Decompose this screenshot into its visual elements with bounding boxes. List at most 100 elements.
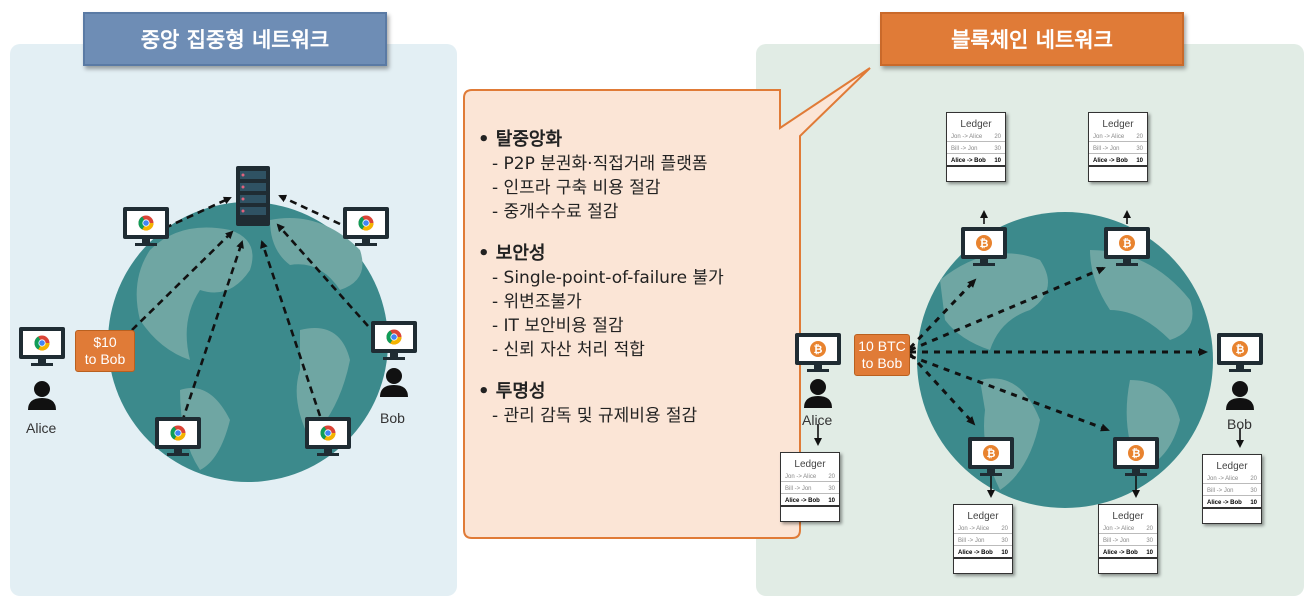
bitcoin-icon	[983, 445, 999, 461]
payment-amount: 10 BTC	[858, 338, 906, 354]
ledger-entry: Jon -> Alice	[1207, 476, 1239, 482]
section-item: - 신뢰 자산 처리 적합	[492, 340, 645, 360]
right-arrows	[908, 266, 1208, 432]
section-heading: • 탈중앙화	[478, 129, 563, 150]
bitcoin-icon	[1128, 445, 1144, 461]
bitcoin-icon	[976, 235, 992, 251]
ledger-amount: 20	[828, 474, 835, 480]
bob-label: Bob	[1227, 416, 1252, 432]
ledger-entry: Jon -> Alice	[951, 134, 983, 140]
payment-amount: $10	[93, 334, 117, 350]
ledger-entry: Bill -> Jon	[1093, 146, 1120, 152]
section-item: - 위변조불가	[492, 292, 582, 312]
ledger-entry: Alice -> Bob	[951, 158, 986, 164]
ledger-entry: Alice -> Bob	[958, 550, 993, 556]
ledger-title: Ledger	[1112, 511, 1144, 522]
section-heading: • 투명성	[478, 381, 546, 402]
section-item: - P2P 분권화·직접거래 플랫폼	[492, 154, 708, 174]
section-item: - 인프라 구축 비용 절감	[492, 178, 661, 198]
ledger-card: Ledger Jon -> Alice 20 Bill -> Jon 30 Alic…	[946, 112, 1006, 182]
ledger-amount: 30	[1001, 538, 1008, 544]
ledger-amount: 30	[1136, 146, 1143, 152]
ledger-entry: Bill -> Jon	[785, 486, 812, 492]
ledger-entry: Alice -> Bob	[1103, 550, 1138, 556]
right-monitor-bob	[1217, 333, 1263, 372]
ledger-entry: Alice -> Bob	[1093, 158, 1128, 164]
blockchain-network-title: 블록체인 네트워크	[880, 12, 1184, 66]
ledger-amount: 30	[994, 146, 1001, 152]
payment-tag: 10 BTC to Bob	[854, 334, 910, 376]
ledger-entry: Bill -> Jon	[1103, 538, 1130, 544]
chrome-icon	[358, 215, 374, 231]
ledger-amount: 10	[1146, 550, 1153, 556]
ledger-amount: 20	[1001, 526, 1008, 532]
alice-person-icon	[28, 381, 56, 410]
centralized-network-title: 중앙 집중형 네트워크	[83, 12, 387, 66]
ledger-amount: 20	[1250, 476, 1257, 482]
ledger-amount: 10	[828, 498, 835, 504]
alice-label: Alice	[802, 412, 833, 428]
ledger-arrows	[814, 210, 1244, 498]
ledger-entry: Alice -> Bob	[785, 498, 820, 504]
section-heading: • 보안성	[478, 243, 546, 264]
ledger-entry: Bill -> Jon	[958, 538, 985, 544]
ledger-entry: Jon -> Alice	[958, 526, 990, 532]
alice-person-icon	[804, 379, 832, 408]
left-globe	[108, 202, 388, 482]
ledger-entry: Jon -> Alice	[1103, 526, 1135, 532]
ledger-title: Ledger	[967, 511, 999, 522]
ledger-entry: Alice -> Bob	[1207, 500, 1242, 506]
chrome-icon	[386, 329, 402, 345]
ledger-amount: 10	[994, 158, 1001, 164]
ledger-card: Ledger Jon -> Alice 20 Bill -> Jon 30 Alic…	[1098, 504, 1158, 574]
left-arrows	[131, 194, 369, 423]
ledger-amount: 10	[1001, 550, 1008, 556]
ledger-card: Ledger Jon -> Alice 20 Bill -> Jon 30 Alic…	[1088, 112, 1148, 182]
callout-text: • 탈중앙화 - P2P 분권화·직접거래 플랫폼 - 인프라 구축 비용 절감…	[478, 128, 768, 446]
ledger-amount: 30	[1250, 488, 1257, 494]
ledger-entry: Bill -> Jon	[1207, 488, 1234, 494]
bitcoin-icon	[810, 341, 826, 357]
payment-recipient: to Bob	[861, 355, 903, 371]
payment-recipient: to Bob	[84, 351, 126, 367]
left-monitor-top-right	[343, 207, 389, 246]
ledger-title: Ledger	[960, 119, 992, 130]
right-monitor-alice	[795, 333, 841, 372]
callout-section-decentralization: • 탈중앙화 - P2P 분권화·직접거래 플랫폼 - 인프라 구축 비용 절감…	[478, 128, 768, 224]
section-item: - Single-point-of-failure 불가	[492, 268, 724, 288]
ledger-card: Ledger Jon -> Alice 20 Bill -> Jon 30 Alic…	[780, 452, 840, 522]
payment-tag: $10 to Bob	[75, 330, 135, 372]
ledger-amount: 10	[1250, 500, 1257, 506]
alice-label: Alice	[26, 420, 57, 436]
ledger-amount: 20	[1136, 134, 1143, 140]
callout-bubble	[463, 67, 871, 539]
section-item: - 관리 감독 및 규제비용 절감	[492, 406, 698, 426]
ledger-amount: 20	[1146, 526, 1153, 532]
ledger-amount: 30	[828, 486, 835, 492]
left-monitor-alice	[19, 327, 65, 366]
bitcoin-icon	[1119, 235, 1135, 251]
ledger-amount: 10	[1136, 158, 1143, 164]
ledger-amount: 30	[1146, 538, 1153, 544]
ledger-card: Ledger Jon -> Alice 20 Bill -> Jon 30 Alic…	[953, 504, 1013, 574]
ledger-entry: Bill -> Jon	[951, 146, 978, 152]
chrome-icon	[138, 215, 154, 231]
server-icon	[236, 166, 270, 226]
ledger-entry: Jon -> Alice	[785, 474, 817, 480]
chrome-icon	[170, 425, 186, 441]
bitcoin-icon	[1232, 341, 1248, 357]
ledger-card: Ledger Jon -> Alice 20 Bill -> Jon 30 Alic…	[1202, 454, 1262, 524]
bob-label: Bob	[380, 410, 405, 426]
chrome-icon	[34, 335, 50, 351]
bob-person-icon	[1226, 381, 1254, 410]
ledger-title: Ledger	[794, 459, 826, 470]
ledger-title: Ledger	[1102, 119, 1134, 130]
section-item: - 중개수수료 절감	[492, 202, 619, 222]
ledger-entry: Jon -> Alice	[1093, 134, 1125, 140]
ledger-title: Ledger	[1216, 461, 1248, 472]
callout-section-transparency: • 투명성 - 관리 감독 및 규제비용 절감	[478, 380, 768, 428]
callout-section-security: • 보안성 - Single-point-of-failure 불가 - 위변조…	[478, 242, 768, 362]
section-item: - IT 보안비용 절감	[492, 316, 624, 336]
ledger-amount: 20	[994, 134, 1001, 140]
